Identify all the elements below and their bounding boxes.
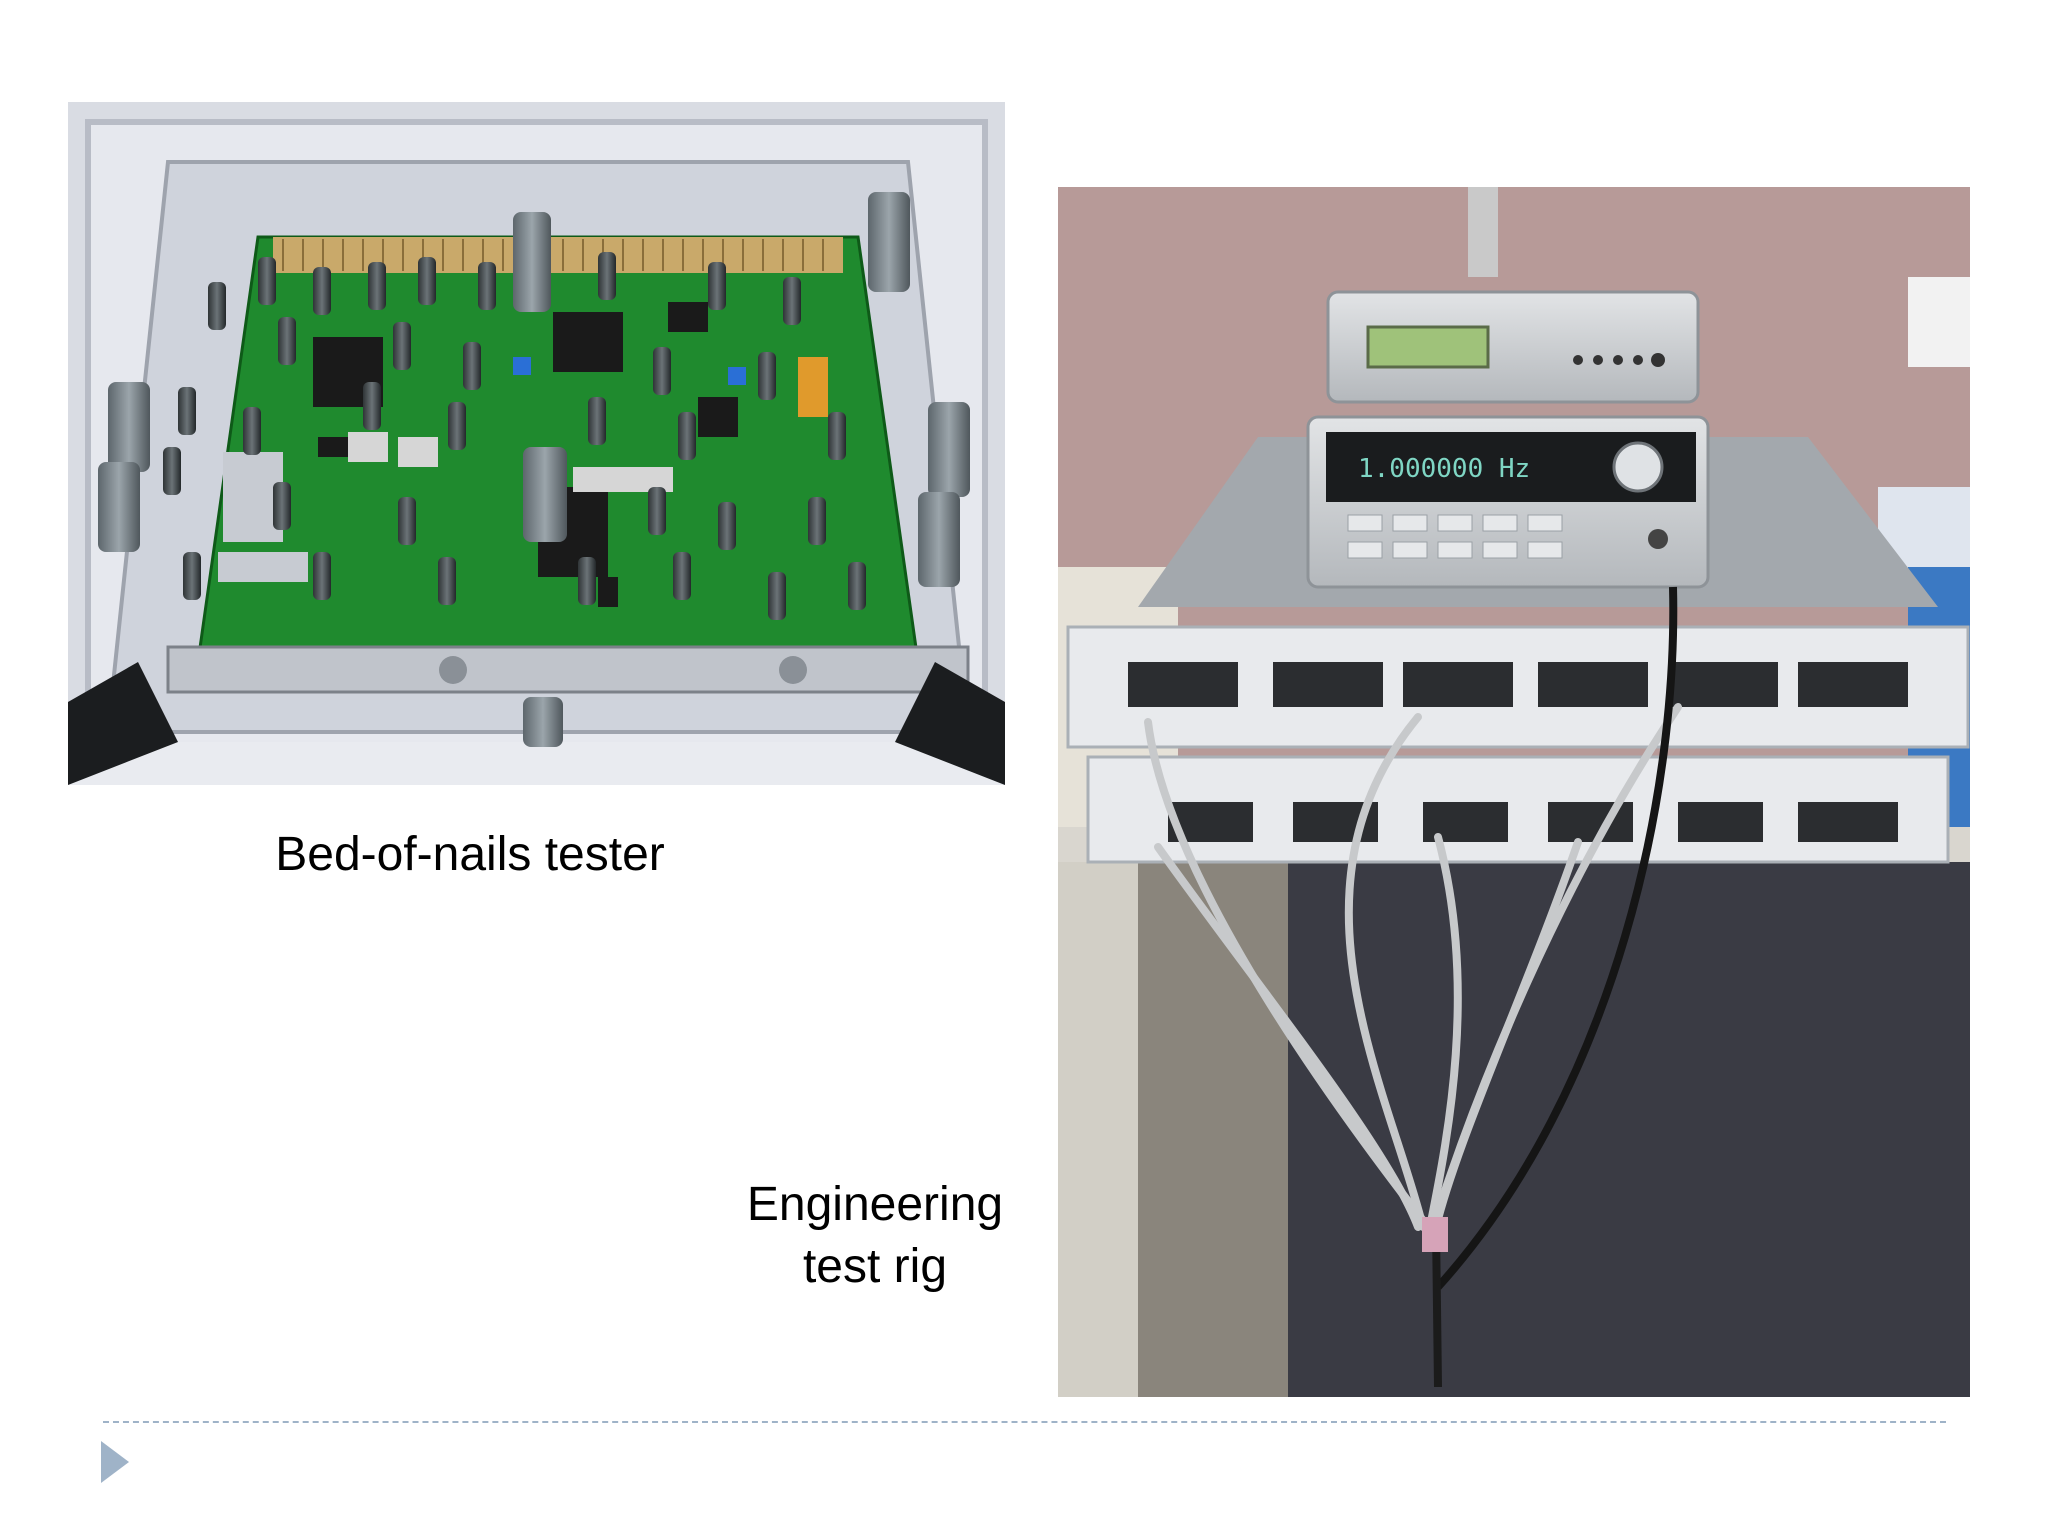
triangle-bullet-icon — [101, 1441, 129, 1483]
test-rig-photo: 1.000000 Hz — [1058, 187, 1970, 1397]
bed-of-nails-caption: Bed-of-nails tester — [180, 824, 760, 886]
bed-of-nails-caption-text: Bed-of-nails tester — [275, 828, 665, 881]
test-rig-caption-line1: Engineering — [746, 1178, 1004, 1231]
bed-of-nails-photo — [68, 102, 1005, 785]
test-rig-caption-line2: test rig — [802, 1240, 948, 1293]
footer-dashed-divider — [103, 1421, 1946, 1423]
test-rig-caption: Engineering test rig — [700, 1174, 1050, 1298]
svg-text:1.000000 Hz: 1.000000 Hz — [1358, 454, 1530, 484]
test-rig-illustration: 1.000000 Hz — [1058, 187, 1970, 1397]
bed-of-nails-illustration — [68, 102, 1005, 785]
